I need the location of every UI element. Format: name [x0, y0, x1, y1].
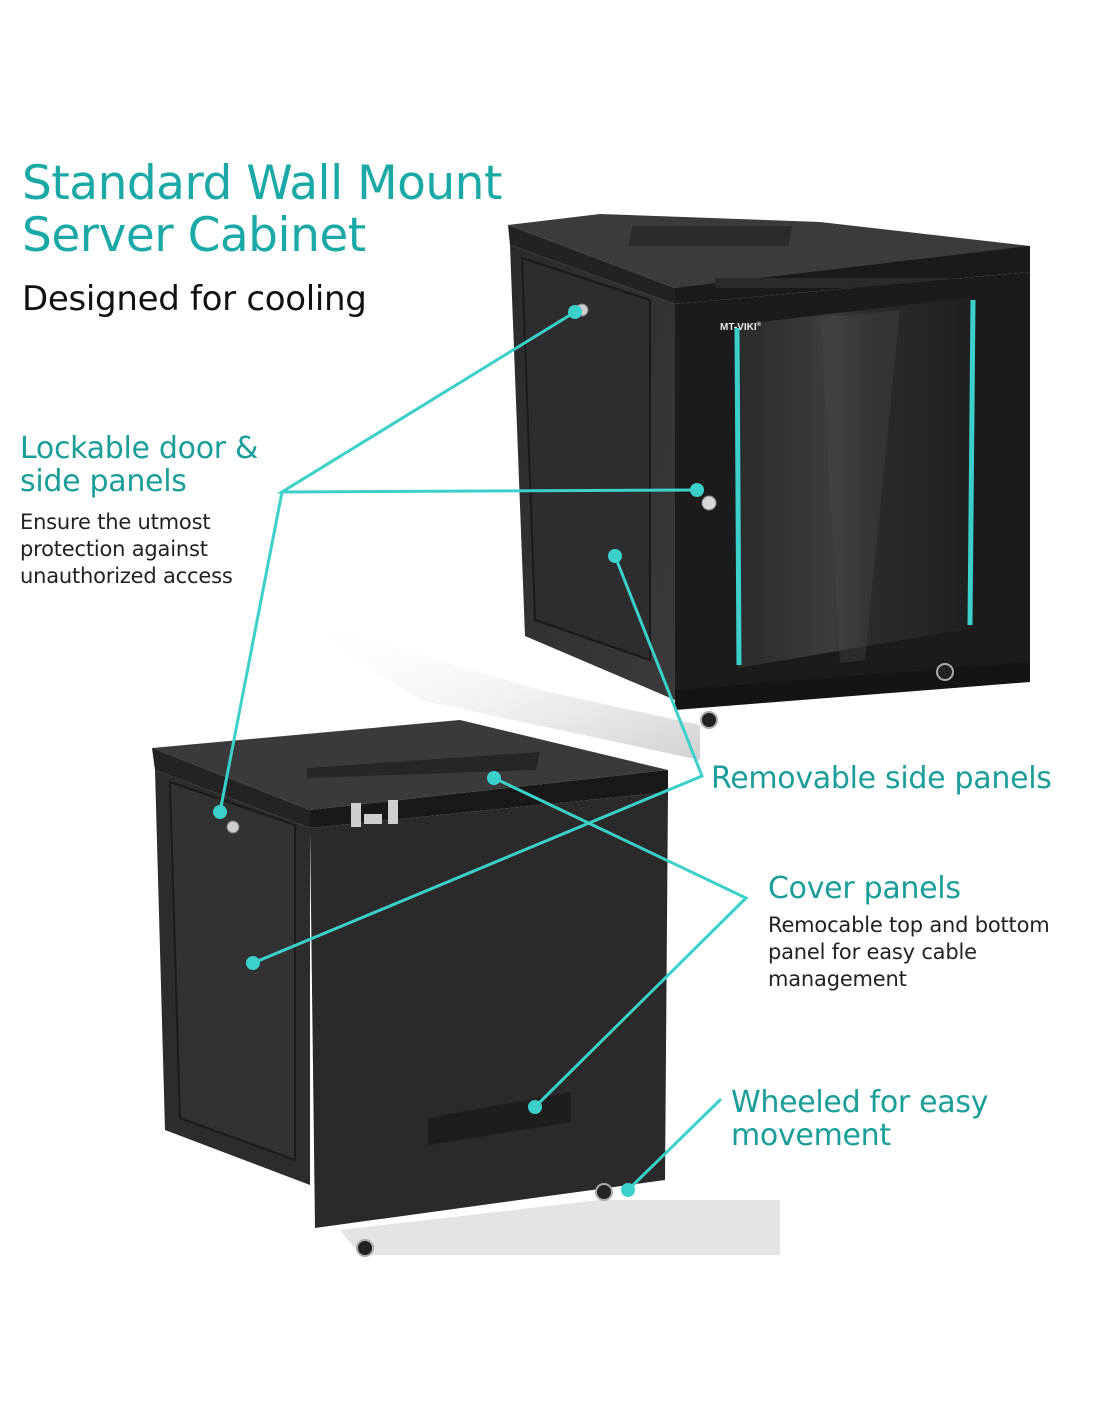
- feature-lockable-desc-line-2: protection against: [20, 537, 208, 561]
- top-cabinet: [508, 214, 1030, 729]
- callout-dot-bottom-side-panel: [246, 956, 260, 970]
- feature-wheeled-title-line-1: Wheeled for easy: [731, 1085, 989, 1120]
- bottom-cabinet-shadow: [340, 1200, 780, 1255]
- brand-logo: MT-VIKI®: [720, 321, 762, 333]
- feature-lockable-desc-line-3: unauthorized access: [20, 564, 233, 588]
- feature-lockable-title-line-1: Lockable door &: [20, 431, 259, 466]
- feature-lockable-title-line-2: side panels: [20, 464, 187, 499]
- callout-dots: [213, 305, 704, 1197]
- page-subtitle: Designed for cooling: [22, 279, 367, 319]
- feature-lockable-title: Lockable door & side panels: [20, 432, 258, 498]
- feature-cover-desc-line-1: Remocable top and bottom: [768, 913, 1050, 937]
- callout-dot-top-side-panel: [608, 549, 622, 563]
- feature-wheeled-title-line-2: movement: [731, 1118, 891, 1153]
- top-cabinet-shadow: [300, 620, 700, 760]
- page-title: Standard Wall Mount Server Cabinet: [22, 158, 502, 262]
- callout-lockable-line-b: [218, 490, 284, 814]
- callout-dot-bottom-lock: [213, 805, 227, 819]
- feature-wheeled-title: Wheeled for easy movement: [731, 1086, 988, 1152]
- title-line-2: Server Cabinet: [22, 208, 366, 263]
- callout-cover-line: [492, 776, 749, 1109]
- feature-removable-title: Removable side panels: [711, 761, 1052, 796]
- feature-lockable-desc-line-1: Ensure the utmost: [20, 510, 211, 534]
- callout-dot-side-lock: [568, 305, 582, 319]
- feature-cover-title: Cover panels: [768, 871, 961, 906]
- callout-removable-line: [251, 554, 704, 965]
- callout-dot-top-cover: [487, 771, 501, 785]
- feature-lockable-desc: Ensure the utmost protection against una…: [20, 509, 233, 590]
- callout-dot-door-lock: [690, 483, 704, 497]
- feature-cover-desc-line-3: management: [768, 967, 907, 991]
- callout-wheel-line: [626, 1098, 722, 1192]
- feature-cover-desc-line-2: panel for easy cable: [768, 940, 977, 964]
- top-cabinet-glass-door: [735, 297, 975, 668]
- title-line-1: Standard Wall Mount: [22, 156, 502, 211]
- bottom-cabinet-back-panel: [310, 792, 668, 1228]
- callout-dot-bottom-cover: [528, 1100, 542, 1114]
- bottom-cabinet: [152, 720, 668, 1257]
- top-cabinet-door-lock: [701, 495, 717, 511]
- feature-cover-desc: Remocable top and bottom panel for easy …: [768, 912, 1098, 993]
- callout-lines: [218, 310, 749, 1192]
- callout-dot-wheel: [621, 1183, 635, 1197]
